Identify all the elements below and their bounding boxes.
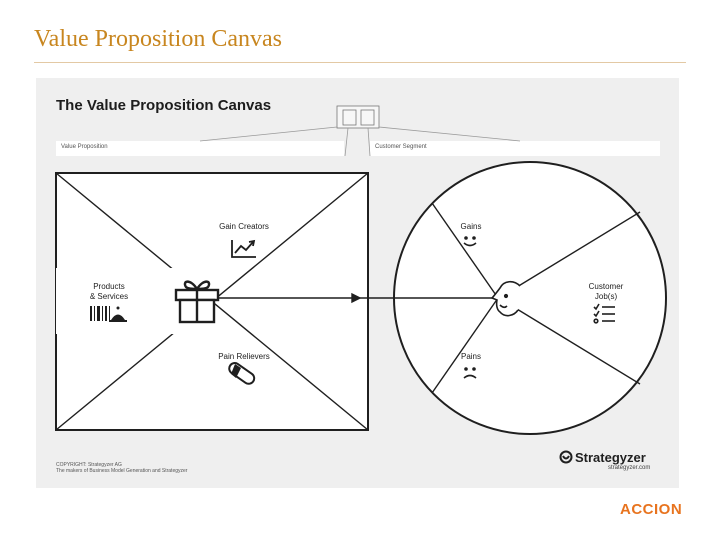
gains-label: Gains	[460, 222, 482, 231]
pill-icon	[228, 362, 256, 385]
gain-creators-label: Gain Creators	[219, 222, 269, 231]
customer-segment-field[interactable]: Customer Segment	[370, 141, 660, 156]
gift-icon	[174, 280, 220, 324]
face-profile-icon	[490, 280, 521, 317]
pains-label: Pains	[460, 352, 481, 361]
fit-arrow	[218, 292, 494, 304]
canvas-heading: The Value Proposition Canvas	[56, 97, 272, 114]
customer-jobs-label: Customer Job(s)	[588, 282, 624, 301]
slide-title: Value Proposition Canvas	[34, 26, 282, 52]
title-divider	[34, 62, 686, 63]
pain-relievers-label: Pain Relievers	[218, 352, 270, 361]
copyright-note: COPYRIGHT: Strategyzer AG The makers of …	[56, 462, 188, 474]
smile-icon	[463, 236, 477, 247]
strategyzer-brand: Strategyzer	[575, 450, 646, 465]
strategyzer-url[interactable]: strategyzer.com	[608, 465, 651, 471]
canvas-connector-icon	[199, 105, 521, 157]
strategyzer-logo-icon	[559, 450, 573, 464]
barcode-icon	[90, 306, 110, 321]
customer-profile-circle	[393, 161, 667, 435]
frown-icon	[463, 367, 477, 379]
checklist-icon	[593, 303, 615, 324]
value-proposition-field[interactable]: Value Proposition	[56, 141, 344, 156]
products-services-label: Products & Services	[89, 282, 129, 301]
accion-logo: ACCION	[620, 501, 683, 518]
cloche-icon	[109, 306, 127, 322]
chart-icon	[231, 239, 256, 258]
